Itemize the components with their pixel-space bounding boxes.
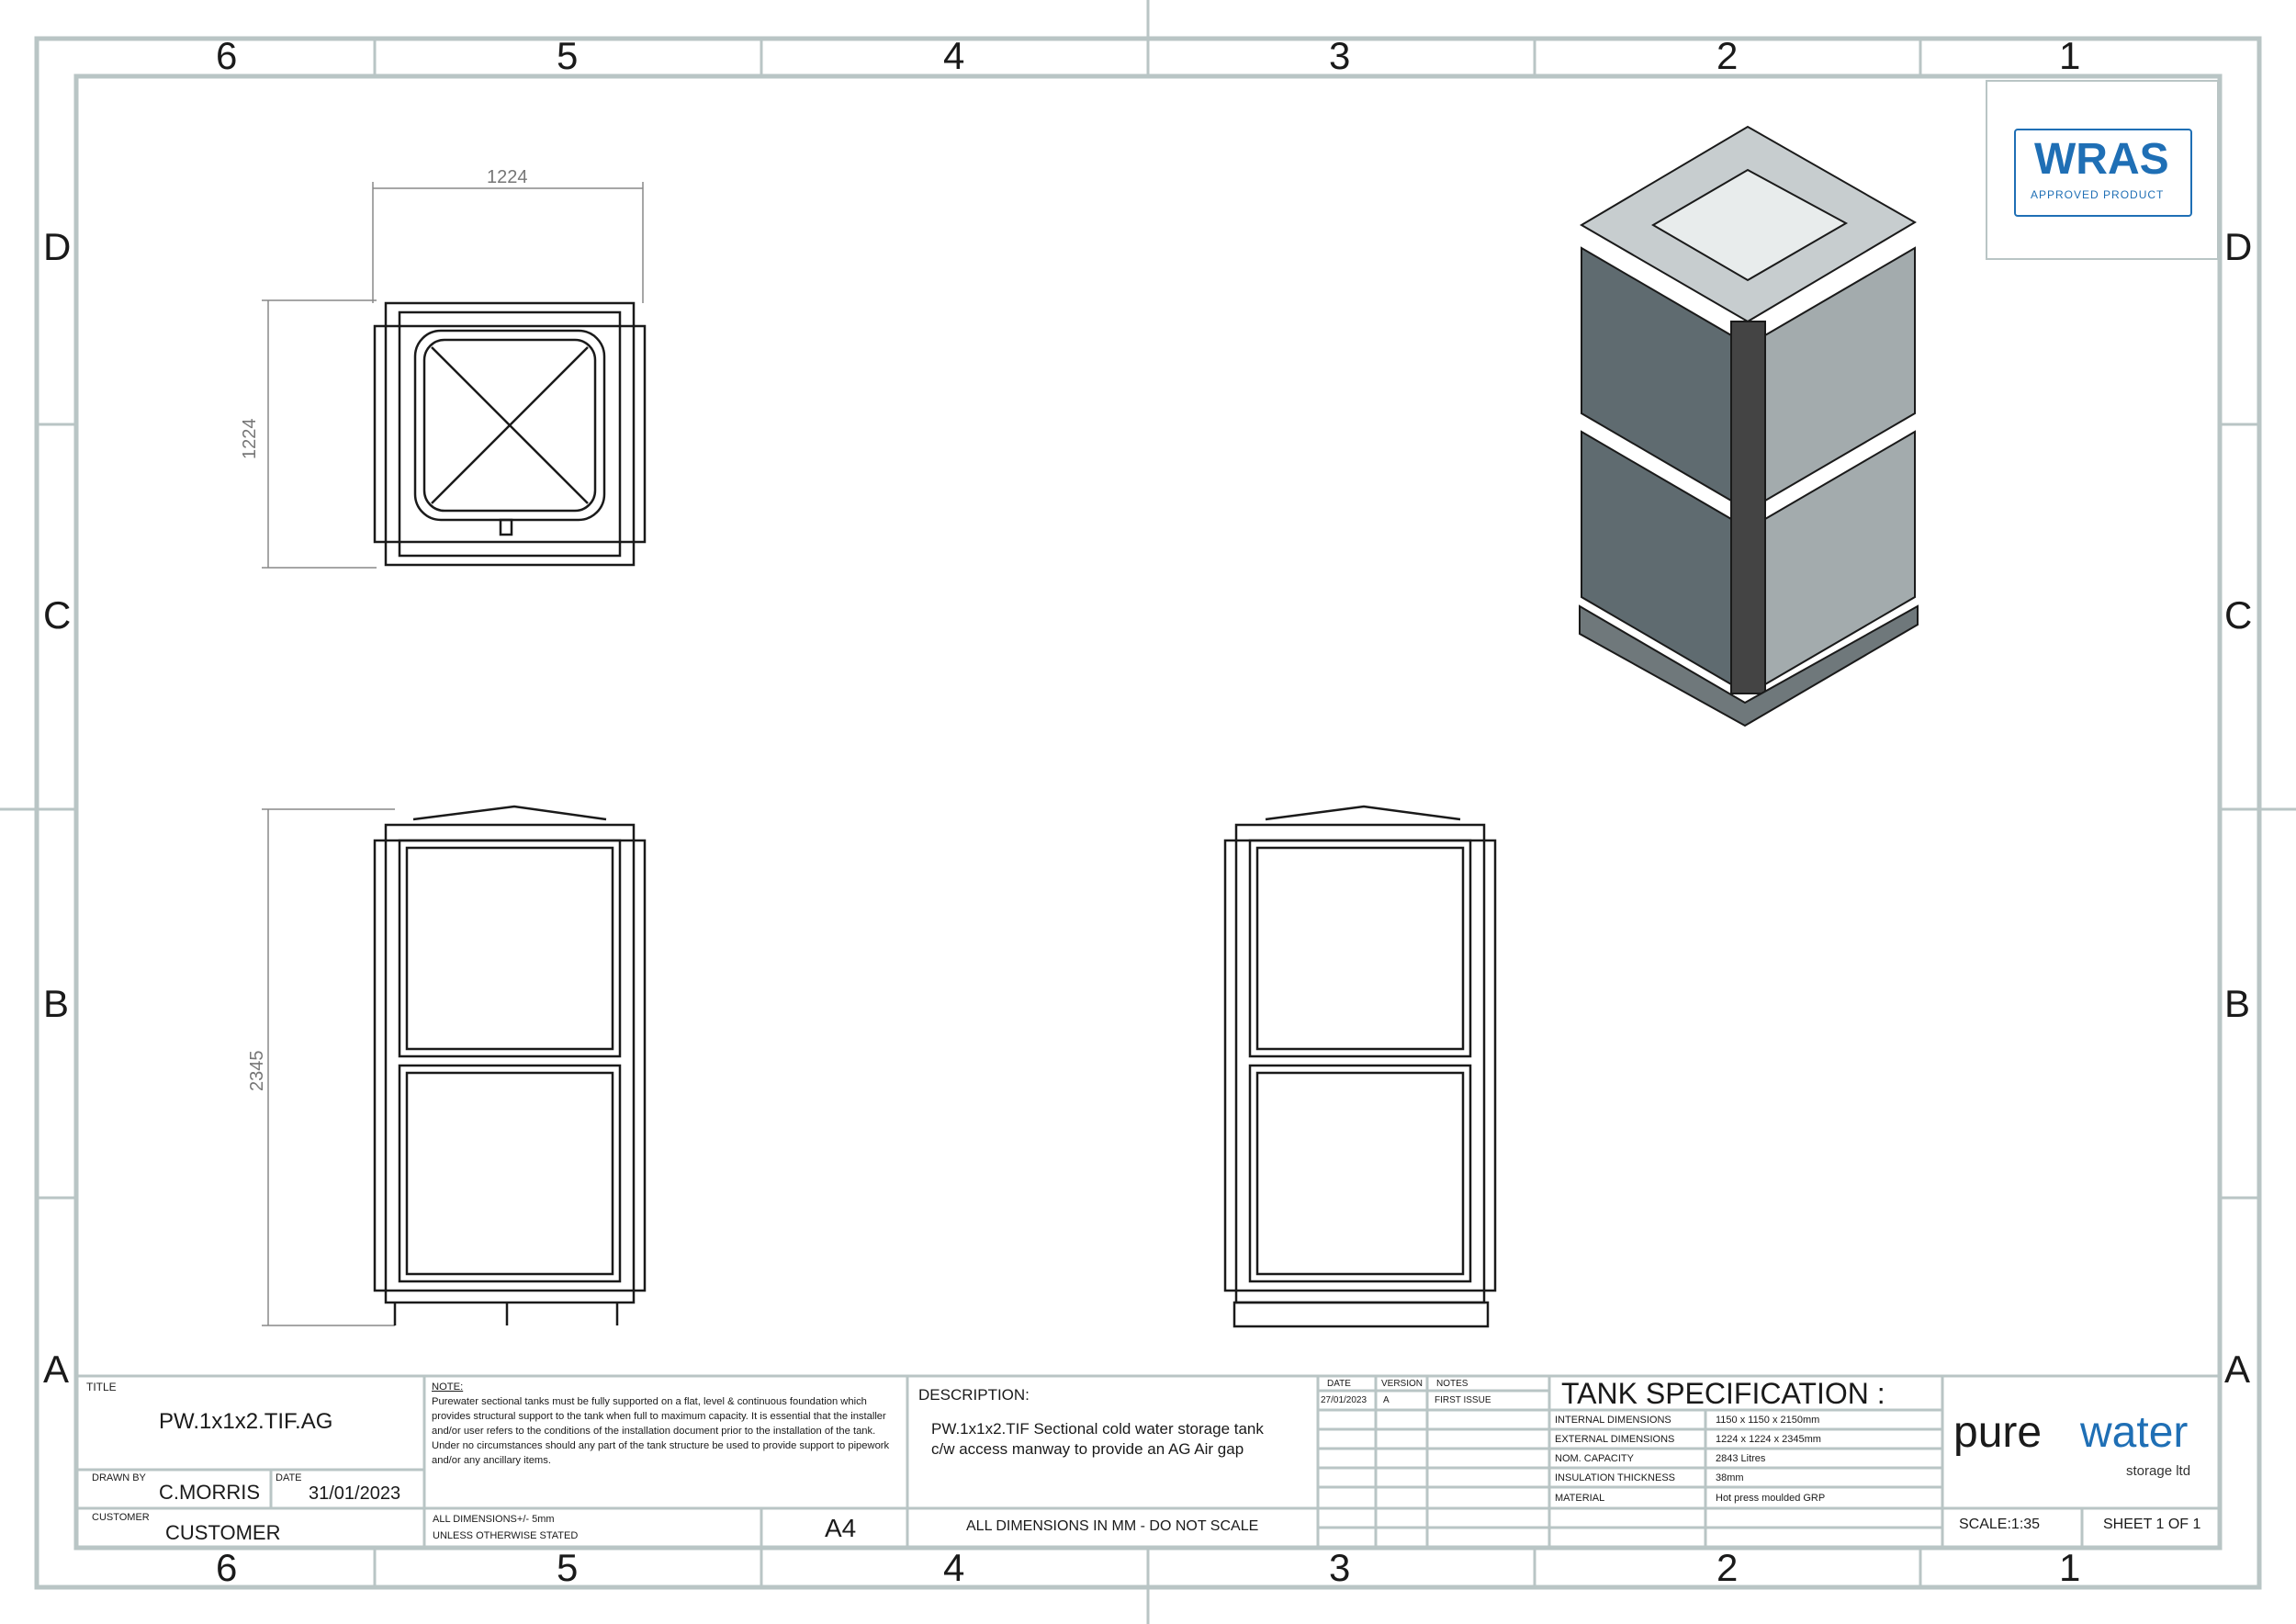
customer-label: CUSTOMER: [92, 1512, 150, 1523]
paper-size: A4: [825, 1514, 857, 1542]
spec-label: MATERIAL: [1555, 1493, 1605, 1504]
zone-row-c-right: C: [2224, 593, 2253, 637]
zone-col-6-bottom: 6: [216, 1546, 238, 1589]
spec-label: NOM. CAPACITY: [1555, 1453, 1634, 1464]
zone-col-2-bottom: 2: [1716, 1546, 1739, 1589]
logo-sub: storage ltd: [2126, 1463, 2191, 1479]
zone-col-3-bottom: 3: [1329, 1546, 1351, 1589]
spec-value: 2843 Litres: [1716, 1453, 1766, 1464]
zone-row-d: D: [43, 225, 72, 268]
spec-label: INSULATION THICKNESS: [1555, 1472, 1676, 1483]
zone-col-4-bottom: 4: [943, 1546, 965, 1589]
view-dimension-lines: [262, 182, 644, 1326]
zone-col-4: 4: [943, 34, 965, 77]
note-heading: NOTE:: [432, 1382, 464, 1393]
zone-col-1: 1: [2059, 34, 2081, 77]
zone-col-5-bottom: 5: [557, 1546, 579, 1589]
wras-logo-subtext: APPROVED PRODUCT: [2031, 188, 2165, 201]
sheet-number: SHEET 1 OF 1: [2103, 1517, 2201, 1532]
title-label: TITLE: [86, 1381, 117, 1393]
description-label: DESCRIPTION:: [918, 1386, 1030, 1404]
zone-col-1-bottom: 1: [2059, 1546, 2081, 1589]
wras-logo-text: WRAS: [2034, 135, 2169, 184]
scale: SCALE:1:35: [1959, 1517, 2041, 1532]
revision-version: A: [1383, 1395, 1390, 1405]
revision-header-version: VERSION: [1381, 1379, 1424, 1389]
sheet-frame: [34, 36, 2262, 1590]
revision-header-date: DATE: [1327, 1379, 1351, 1389]
drawn-by: C.MORRIS: [159, 1481, 260, 1504]
customer: CUSTOMER: [165, 1521, 281, 1544]
purewater-logo: pure water storage ltd: [1952, 1411, 2218, 1484]
dimension-top-width: 1224: [487, 167, 528, 187]
dimension-height: 2345: [247, 1050, 267, 1092]
zone-row-a-right: A: [2224, 1348, 2251, 1391]
front-view-left: [373, 805, 647, 1325]
tolerance-line1: ALL DIMENSIONS+/- 5mm: [433, 1514, 555, 1525]
revision-date: 27/01/2023: [1321, 1395, 1367, 1405]
front-view-right: [1223, 805, 1497, 1328]
note: NOTE: Purewater sectional tanks must be f…: [432, 1380, 895, 1468]
zone-row-b-right: B: [2224, 982, 2251, 1025]
logo-word-water: water: [2080, 1408, 2189, 1457]
zone-row-a: A: [43, 1348, 70, 1391]
zone-col-2: 2: [1716, 34, 1739, 77]
note-text: Purewater sectional tanks must be fully …: [432, 1396, 890, 1466]
tolerance-line2: UNLESS OTHERWISE STATED: [433, 1530, 579, 1541]
spec-value: 1224 x 1224 x 2345mm: [1716, 1434, 1821, 1445]
zone-col-3: 3: [1329, 34, 1351, 77]
dimension-top-depth: 1224: [240, 418, 260, 460]
zone-row-b: B: [43, 982, 70, 1025]
description-line1: PW.1x1x2.TIF Sectional cold water storag…: [931, 1420, 1264, 1438]
title-block-grid: [76, 80, 2220, 1548]
spec-label: EXTERNAL DIMENSIONS: [1555, 1434, 1675, 1445]
drawing-title: PW.1x1x2.TIF.AG: [159, 1409, 333, 1434]
spec-label: INTERNAL DIMENSIONS: [1555, 1415, 1671, 1426]
spec-value: Hot press moulded GRP: [1716, 1493, 1826, 1504]
date-label: DATE: [276, 1472, 302, 1483]
revision-notes: FIRST ISSUE: [1435, 1395, 1491, 1405]
drawing-date: 31/01/2023: [309, 1483, 401, 1504]
spec-value: 1150 x 1150 x 2150mm: [1716, 1415, 1820, 1426]
spec-value: 38mm: [1716, 1472, 1744, 1483]
scale-note: ALL DIMENSIONS IN MM - DO NOT SCALE: [966, 1518, 1259, 1534]
revision-header-notes: NOTES: [1436, 1379, 1469, 1389]
zone-col-6: 6: [216, 34, 238, 77]
drawn-by-label: DRAWN BY: [92, 1472, 146, 1483]
zone-row-d-right: D: [2224, 225, 2253, 268]
zone-col-5: 5: [557, 34, 579, 77]
wras-logo: WRAS APPROVED PRODUCT: [2014, 129, 2192, 217]
isometric-view: [1579, 125, 1919, 727]
top-view: [373, 301, 647, 567]
zone-row-c: C: [43, 593, 72, 637]
description-line2: c/w access manway to provide an AG Air g…: [931, 1440, 1244, 1458]
tank-spec-title: TANK SPECIFICATION :: [1561, 1377, 1885, 1410]
logo-word-pure: pure: [1953, 1408, 2043, 1457]
